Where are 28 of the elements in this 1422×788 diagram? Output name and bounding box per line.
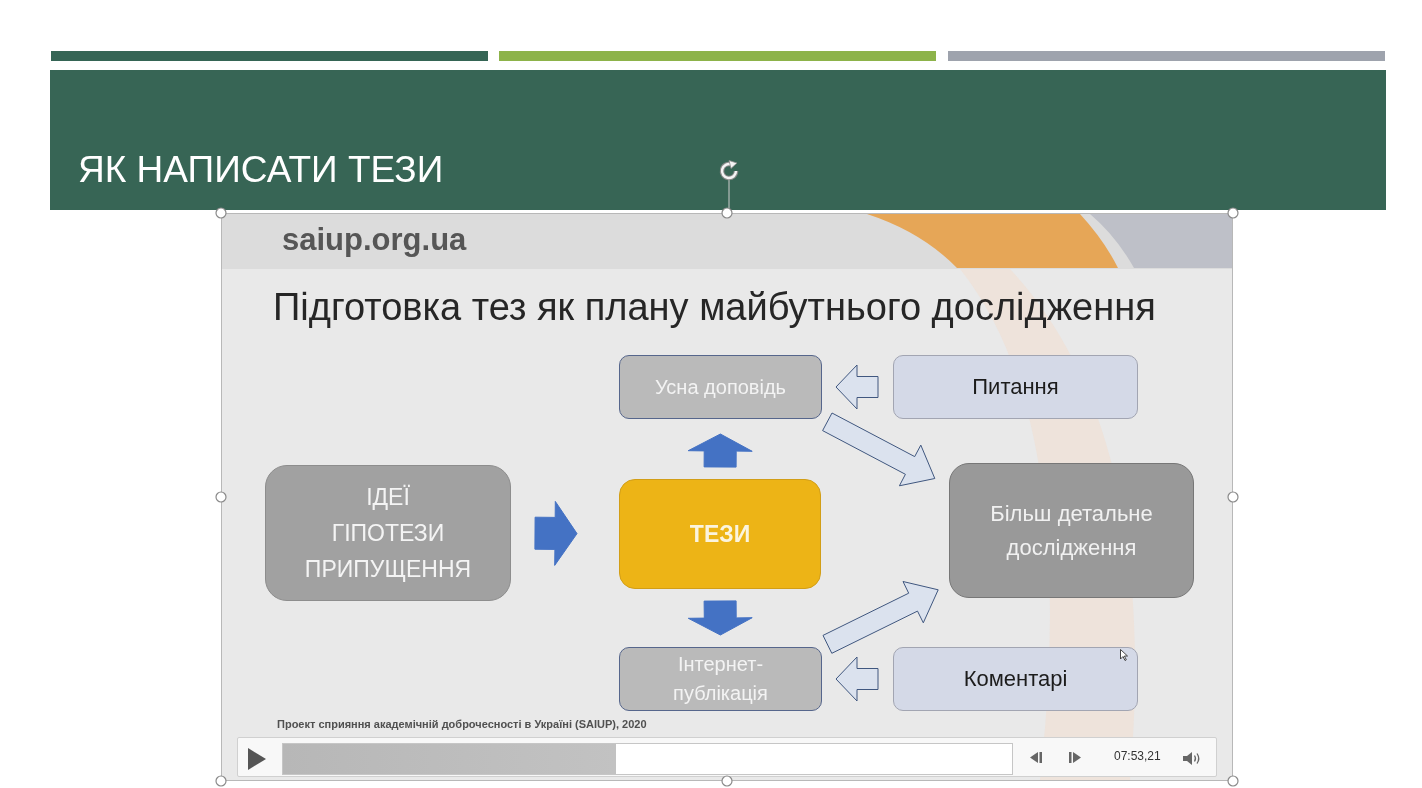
process-box [265,465,511,601]
box-label: ПРИПУЩЕННЯ [304,555,472,584]
website-address: saiup.org.ua [282,224,467,255]
process-box [893,647,1138,711]
process-box [619,647,822,711]
slide-title: Підготовка тез як плану майбутнього дослідження [273,288,1156,326]
process-box [893,355,1138,419]
box-label: Більш детальне дослідження [989,499,1154,562]
box-label: Інтернет-публікація [672,652,769,706]
process-box [619,355,822,419]
outline-arrow [835,656,879,702]
time-display: 07:53,21 [1114,750,1161,762]
block-arrow [687,433,753,468]
outline-arrow [835,364,879,410]
box-label: ТЕЗИ [689,519,751,549]
footer-note: Проект сприяння академічній доброчесності в Україні (SAIUP), 2020 [277,719,647,730]
box-label: ГІПОТЕЗИ [331,519,445,548]
outline-arrow [822,581,939,654]
center-box [619,479,821,589]
outline-arrow [822,412,936,487]
block-arrow [687,600,753,636]
box-label: Питання [972,373,1059,401]
block-arrow [534,500,578,566]
box-label: ІДЕЇ [366,483,410,512]
page-title: ЯК НАПИСАТИ ТЕЗИ [78,149,444,191]
process-box [949,463,1194,598]
box-label: Усна доповідь [655,375,786,400]
box-label: Коментарі [963,665,1068,693]
